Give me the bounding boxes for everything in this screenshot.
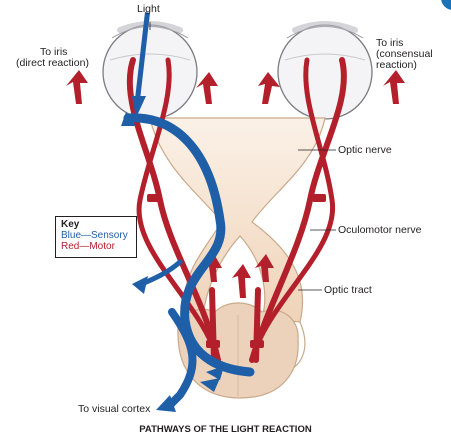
iris-direct-label-line2: (direct reaction) (16, 58, 89, 69)
legend-motor: Red—Motor (61, 241, 131, 252)
optic-nerve-label: Optic nerve (338, 145, 392, 156)
right-eye (278, 24, 372, 119)
figure-title: PATHWAYS OF THE LIGHT REACTION (0, 424, 451, 435)
optic-tract-label: Optic tract (324, 285, 372, 296)
iris-consensual-label-line3: reaction) (376, 60, 417, 71)
oculomotor-nerve-label: Oculomotor nerve (338, 225, 421, 236)
legend-key: Key Blue—Sensory Red—Motor (55, 216, 137, 258)
legend-sensory: Blue—Sensory (61, 230, 131, 241)
left-eye (103, 24, 197, 119)
visual-cortex-label: To visual cortex (78, 404, 150, 415)
light-label: Light (137, 4, 160, 15)
legend-heading: Key (61, 219, 131, 230)
